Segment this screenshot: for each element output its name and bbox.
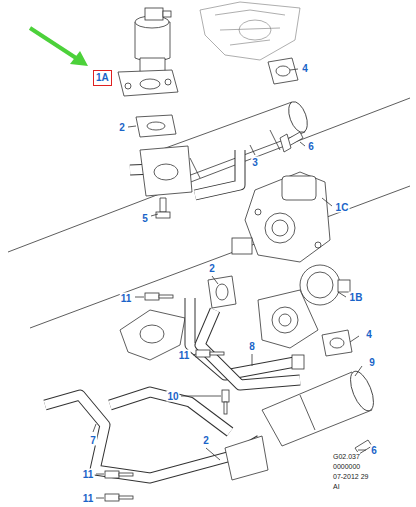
pointer-arrow [30, 28, 88, 66]
housing [120, 310, 185, 360]
egr-valve [232, 172, 330, 262]
callout-number: 11 [82, 469, 95, 480]
drawing-reference: 0000000 [333, 462, 360, 471]
pipe [45, 392, 268, 480]
callout-number: 7 [89, 435, 97, 446]
callout-number: 9 [368, 357, 376, 368]
callout-number: 2 [118, 122, 126, 133]
callout-number: 4 [365, 329, 373, 340]
gasket [322, 330, 352, 356]
engine-casting [200, 2, 300, 60]
callout-number: 1A [96, 72, 109, 84]
callout-number: 11 [120, 293, 133, 304]
callout-number: 5 [141, 213, 149, 224]
callout-number: 2 [208, 263, 216, 274]
callout-number: 10 [166, 391, 179, 402]
gasket [208, 276, 236, 308]
callout-box: 1A [93, 70, 112, 86]
leader-lines [93, 69, 366, 498]
drawing-reference: AI [333, 482, 340, 491]
egr-valve [118, 8, 178, 96]
callout-number: 6 [307, 141, 315, 152]
callout-number: 1C [335, 202, 350, 213]
bolt [105, 293, 372, 501]
callout-number: 1B [349, 292, 364, 303]
divider-line [8, 98, 410, 252]
drawing-reference: 07-2012 29 [333, 472, 368, 481]
callout-number: 2 [202, 435, 210, 446]
gasket [268, 58, 298, 84]
callout-number: 6 [370, 445, 378, 456]
callout-number: 3 [251, 157, 259, 168]
egr-cooler [262, 368, 378, 446]
callout-number: 8 [248, 341, 256, 352]
divider-line [30, 186, 410, 328]
callout-number: 4 [301, 63, 309, 74]
gasket [136, 115, 176, 137]
pipe [190, 298, 304, 385]
drawing-reference: G02.037 [333, 452, 360, 461]
callout-number: 11 [178, 350, 191, 361]
callout-number: 11 [82, 493, 95, 504]
